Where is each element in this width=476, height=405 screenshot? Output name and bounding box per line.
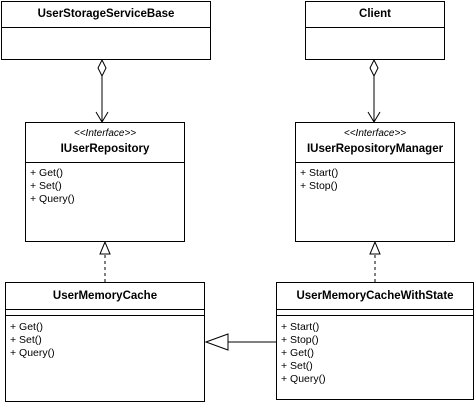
class-header: Client: [306, 2, 444, 28]
member-item: + Stop(): [281, 334, 319, 346]
member-item: + Get(): [10, 321, 43, 333]
member-list: + Start() + Stop(): [296, 167, 454, 241]
class-header: <<Interface>> IUserRepositoryManager: [296, 123, 454, 163]
generalization-memcache-state-to-memcache: [204, 333, 276, 351]
class-name: UserMemoryCache: [52, 290, 158, 302]
class-user-storage-service-base[interactable]: UserStorageServiceBase: [1, 1, 211, 60]
class-header: <<Interface>> IUserRepository: [26, 123, 184, 163]
aggregation-client-to-manager: [367, 58, 381, 123]
member-item: + Stop(): [300, 180, 338, 192]
class-name: UserStorageServiceBase: [37, 8, 175, 20]
member-item: + Get(): [281, 347, 314, 359]
member-list: + Get() + Set() + Query(): [6, 321, 204, 401]
class-client[interactable]: Client: [305, 1, 445, 60]
class-user-memory-cache-with-state[interactable]: UserMemoryCacheWithState + Start() + Sto…: [276, 282, 474, 400]
class-name: Client: [359, 8, 391, 20]
member-item: + Start(): [281, 321, 320, 333]
class-header: UserMemoryCacheWithState: [277, 283, 473, 310]
stereotype-label: <<Interface>>: [73, 128, 137, 139]
member-item: + Set(): [10, 334, 42, 346]
interface-iuser-repository[interactable]: <<Interface>> IUserRepository + Get() + …: [25, 122, 185, 242]
member-item: + Query(): [281, 373, 326, 385]
stereotype-label: <<Interface>>: [343, 128, 407, 139]
member-list: + Get() + Set() + Query(): [26, 167, 184, 241]
interface-iuser-repository-manager[interactable]: <<Interface>> IUserRepositoryManager + S…: [295, 122, 455, 242]
attribute-separator: [6, 315, 204, 316]
class-user-memory-cache[interactable]: UserMemoryCache + Get() + Set() + Query(…: [5, 282, 205, 402]
member-item: + Query(): [10, 347, 55, 359]
class-header: UserMemoryCache: [6, 283, 204, 310]
member-item: + Set(): [30, 180, 62, 192]
member-list: + Start() + Stop() + Get() + Set() + Que…: [277, 321, 473, 399]
aggregation-storage-to-repo: [95, 58, 109, 123]
member-item: + Start(): [300, 167, 339, 179]
member-item: + Get(): [30, 167, 63, 179]
class-name: UserMemoryCacheWithState: [296, 290, 454, 302]
realization-memcache-state-to-manager: [369, 240, 381, 282]
member-item: + Set(): [281, 360, 313, 372]
class-header: UserStorageServiceBase: [2, 2, 210, 28]
class-name: IUserRepository: [60, 143, 150, 155]
attribute-separator: [277, 315, 473, 316]
realization-memcache-to-repo: [99, 240, 111, 282]
member-item: + Query(): [30, 193, 75, 205]
class-name: IUserRepositoryManager: [306, 143, 444, 155]
